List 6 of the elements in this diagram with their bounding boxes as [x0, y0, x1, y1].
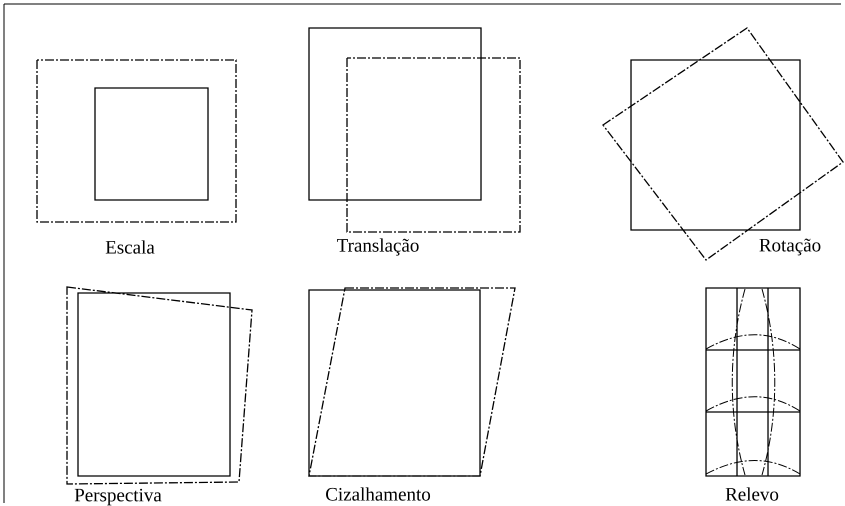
caption-label: Cizalhamento [326, 487, 430, 501]
caption-label: Perspectiva [74, 488, 162, 506]
caption-label: Translação [337, 238, 419, 256]
caption-label: Rotação [759, 238, 820, 256]
caption-label: Relevo [726, 487, 778, 501]
caption-label: Escala [106, 240, 155, 254]
